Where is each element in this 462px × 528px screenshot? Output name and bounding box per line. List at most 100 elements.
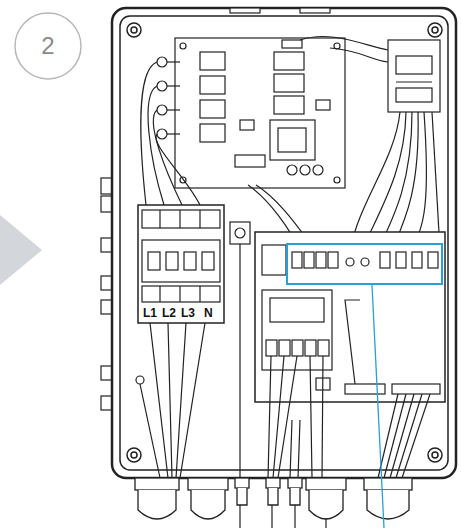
- drawing-part: [180, 323, 205, 478]
- drawing-part: [101, 366, 112, 380]
- drawing-part: [101, 276, 112, 290]
- drawing-part: [200, 52, 225, 70]
- drawing-part: [279, 340, 290, 356]
- drawing-part: [230, 8, 260, 13]
- drawing-part: [278, 356, 297, 478]
- drawing-part: [270, 120, 315, 160]
- drawing-part: [199, 286, 200, 302]
- drawing-part: [271, 505, 272, 528]
- drawing-part: [179, 286, 180, 302]
- drawing-part: [367, 490, 409, 519]
- drawing-part: [300, 165, 310, 175]
- drawing-part: [101, 178, 112, 194]
- drawing-part: [136, 376, 144, 384]
- drawing-part: [388, 40, 440, 112]
- drawing-part: [428, 23, 442, 37]
- callout-circle: 2: [14, 12, 82, 80]
- drawing-part: [150, 323, 168, 478]
- drawing-part: [200, 76, 225, 94]
- drawing-part: [322, 356, 323, 478]
- drawing-part: [372, 285, 384, 528]
- drawing-part: [292, 252, 302, 268]
- drawing-part: [290, 488, 300, 505]
- drawing-part: [157, 57, 167, 67]
- drawing-part: [270, 298, 324, 322]
- drawing-part: [168, 323, 172, 478]
- drawing-part: [316, 100, 330, 110]
- drawing-part: [148, 86, 164, 205]
- drawing-part: [159, 210, 160, 228]
- drawing-part: [412, 252, 422, 268]
- drawing-part: [380, 252, 390, 268]
- drawing-part: [142, 210, 220, 228]
- drawing-part: [127, 23, 141, 37]
- drawing-part: [184, 252, 196, 270]
- drawing-part: [309, 490, 343, 519]
- drawing-part: [345, 300, 360, 384]
- drawing-part: [384, 394, 406, 478]
- drawing-part: [306, 478, 346, 490]
- drawing-part: [167, 61, 180, 62]
- drawing-part: [157, 81, 167, 91]
- drawing-part: [255, 232, 445, 402]
- drawing-part: [101, 238, 112, 252]
- drawing-part: [179, 210, 180, 228]
- drawing-part: [287, 244, 442, 284]
- drawing-part: [175, 38, 345, 188]
- drawing-part: [199, 210, 200, 228]
- drawing-part: [135, 478, 179, 490]
- drawing-part: [392, 384, 440, 394]
- drawing-part: [235, 155, 265, 167]
- drawing-part: [328, 252, 338, 268]
- drawing-part: [112, 8, 456, 478]
- drawing-part: [140, 384, 160, 478]
- drawing-part: [138, 490, 176, 519]
- drawing-part: [396, 81, 432, 82]
- drawing-part: [432, 112, 440, 250]
- drawing-part: [432, 27, 438, 33]
- drawing-part: [200, 124, 225, 142]
- drawing-part: [127, 448, 141, 462]
- drawing-part: [240, 120, 254, 130]
- drawing-part: [282, 40, 302, 48]
- drawing-part: [392, 112, 418, 250]
- drawing-part: [266, 478, 280, 488]
- drawing-part: [138, 205, 224, 323]
- drawing-part: [191, 490, 225, 519]
- drawing-part: [237, 488, 247, 505]
- callout-number: 2: [14, 32, 82, 60]
- drawing-part: [288, 478, 302, 488]
- drawing-part: [292, 340, 303, 356]
- drawing-part: [428, 448, 442, 462]
- drawing-part: [142, 240, 220, 282]
- drawing-part: [330, 48, 388, 62]
- drawing-part: [316, 252, 326, 268]
- drawing-part: [235, 228, 245, 238]
- drawing-part: [202, 252, 214, 270]
- drawing-part: [432, 452, 438, 458]
- drawing-part: [318, 340, 329, 356]
- drawing-part: [0, 215, 42, 285]
- drawing-part: [310, 356, 312, 478]
- drawing-part: [402, 394, 430, 478]
- terminal-label: N: [204, 307, 213, 319]
- drawing-part: [157, 105, 167, 115]
- drawing-part: [266, 340, 277, 356]
- drawing-part: [166, 252, 178, 270]
- drawing-part: [101, 300, 112, 314]
- drawing-part: [292, 252, 438, 268]
- drawing-part: [396, 88, 432, 102]
- drawing-part: [274, 52, 304, 70]
- drawing-part: [345, 384, 385, 394]
- drawing-part: [362, 112, 406, 250]
- drawing-part: [148, 252, 160, 270]
- drawing-part: [268, 356, 271, 478]
- drawing-part: [396, 56, 432, 74]
- drawing-part: [239, 244, 240, 478]
- drawing-part: [390, 394, 414, 478]
- drawing-part: [157, 129, 167, 139]
- drawing-part: [131, 27, 137, 33]
- drawing-part: [300, 37, 388, 51]
- drawing-part: [290, 420, 292, 478]
